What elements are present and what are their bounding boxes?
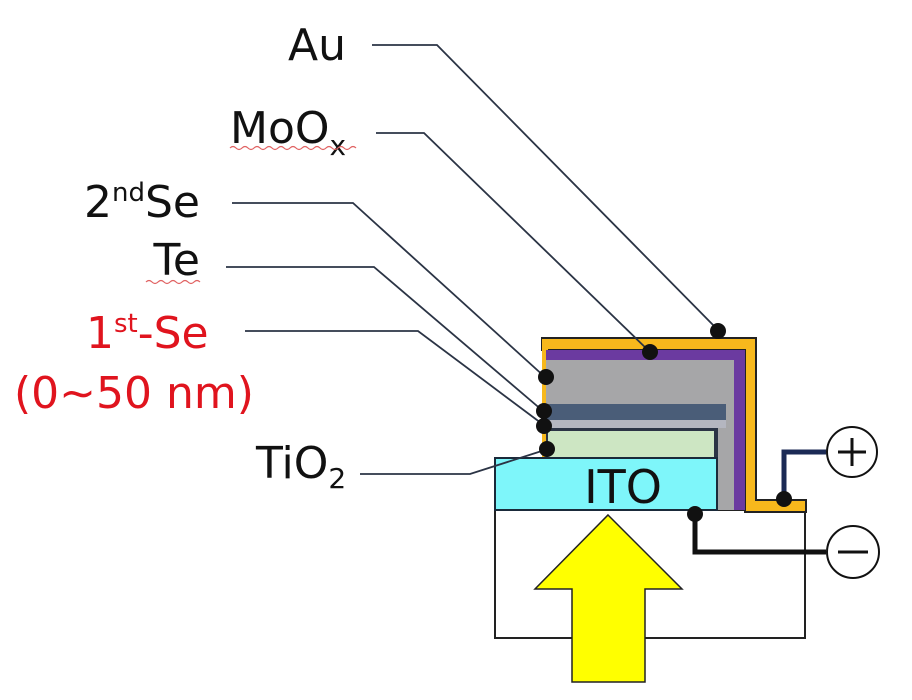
marker-2nd-se	[538, 369, 554, 385]
leader-2nd-se	[232, 202, 547, 379]
layer-te	[546, 404, 726, 420]
marker-moox	[642, 344, 658, 360]
marker-te	[536, 403, 552, 419]
marker-tio2	[539, 441, 555, 457]
label-moox: MoOx	[230, 103, 346, 162]
marker-negative-contact	[687, 506, 703, 522]
label-au: Au	[288, 20, 346, 71]
label-te: Te	[153, 235, 200, 286]
positive-terminal	[826, 426, 878, 478]
leader-te	[226, 266, 544, 412]
negative-terminal	[826, 525, 880, 579]
label-1st-se: 1st-Se	[86, 308, 209, 359]
label-1st-se-thickness: (0∼50 nm)	[14, 368, 254, 419]
leader-tio2	[360, 448, 549, 475]
leader-moox	[376, 132, 651, 353]
light-arrow-icon	[533, 513, 684, 683]
label-2nd-se: 2ndSe	[84, 177, 200, 228]
spellcheck-underline-te	[145, 279, 201, 285]
stack-outline	[542, 337, 807, 512]
leader-1st-se	[245, 330, 546, 427]
label-tio2: TiO2	[255, 438, 346, 495]
layer-ito	[494, 457, 718, 511]
negative-wire	[692, 513, 826, 555]
leader-au	[372, 44, 719, 331]
layer-1st-se	[546, 420, 726, 428]
marker-positive-contact	[776, 491, 792, 507]
positive-wire	[781, 449, 826, 500]
marker-1st-se	[536, 418, 552, 434]
ito-label: ITO	[584, 460, 662, 514]
spellcheck-underline-moox	[229, 145, 357, 151]
marker-au	[710, 323, 726, 339]
